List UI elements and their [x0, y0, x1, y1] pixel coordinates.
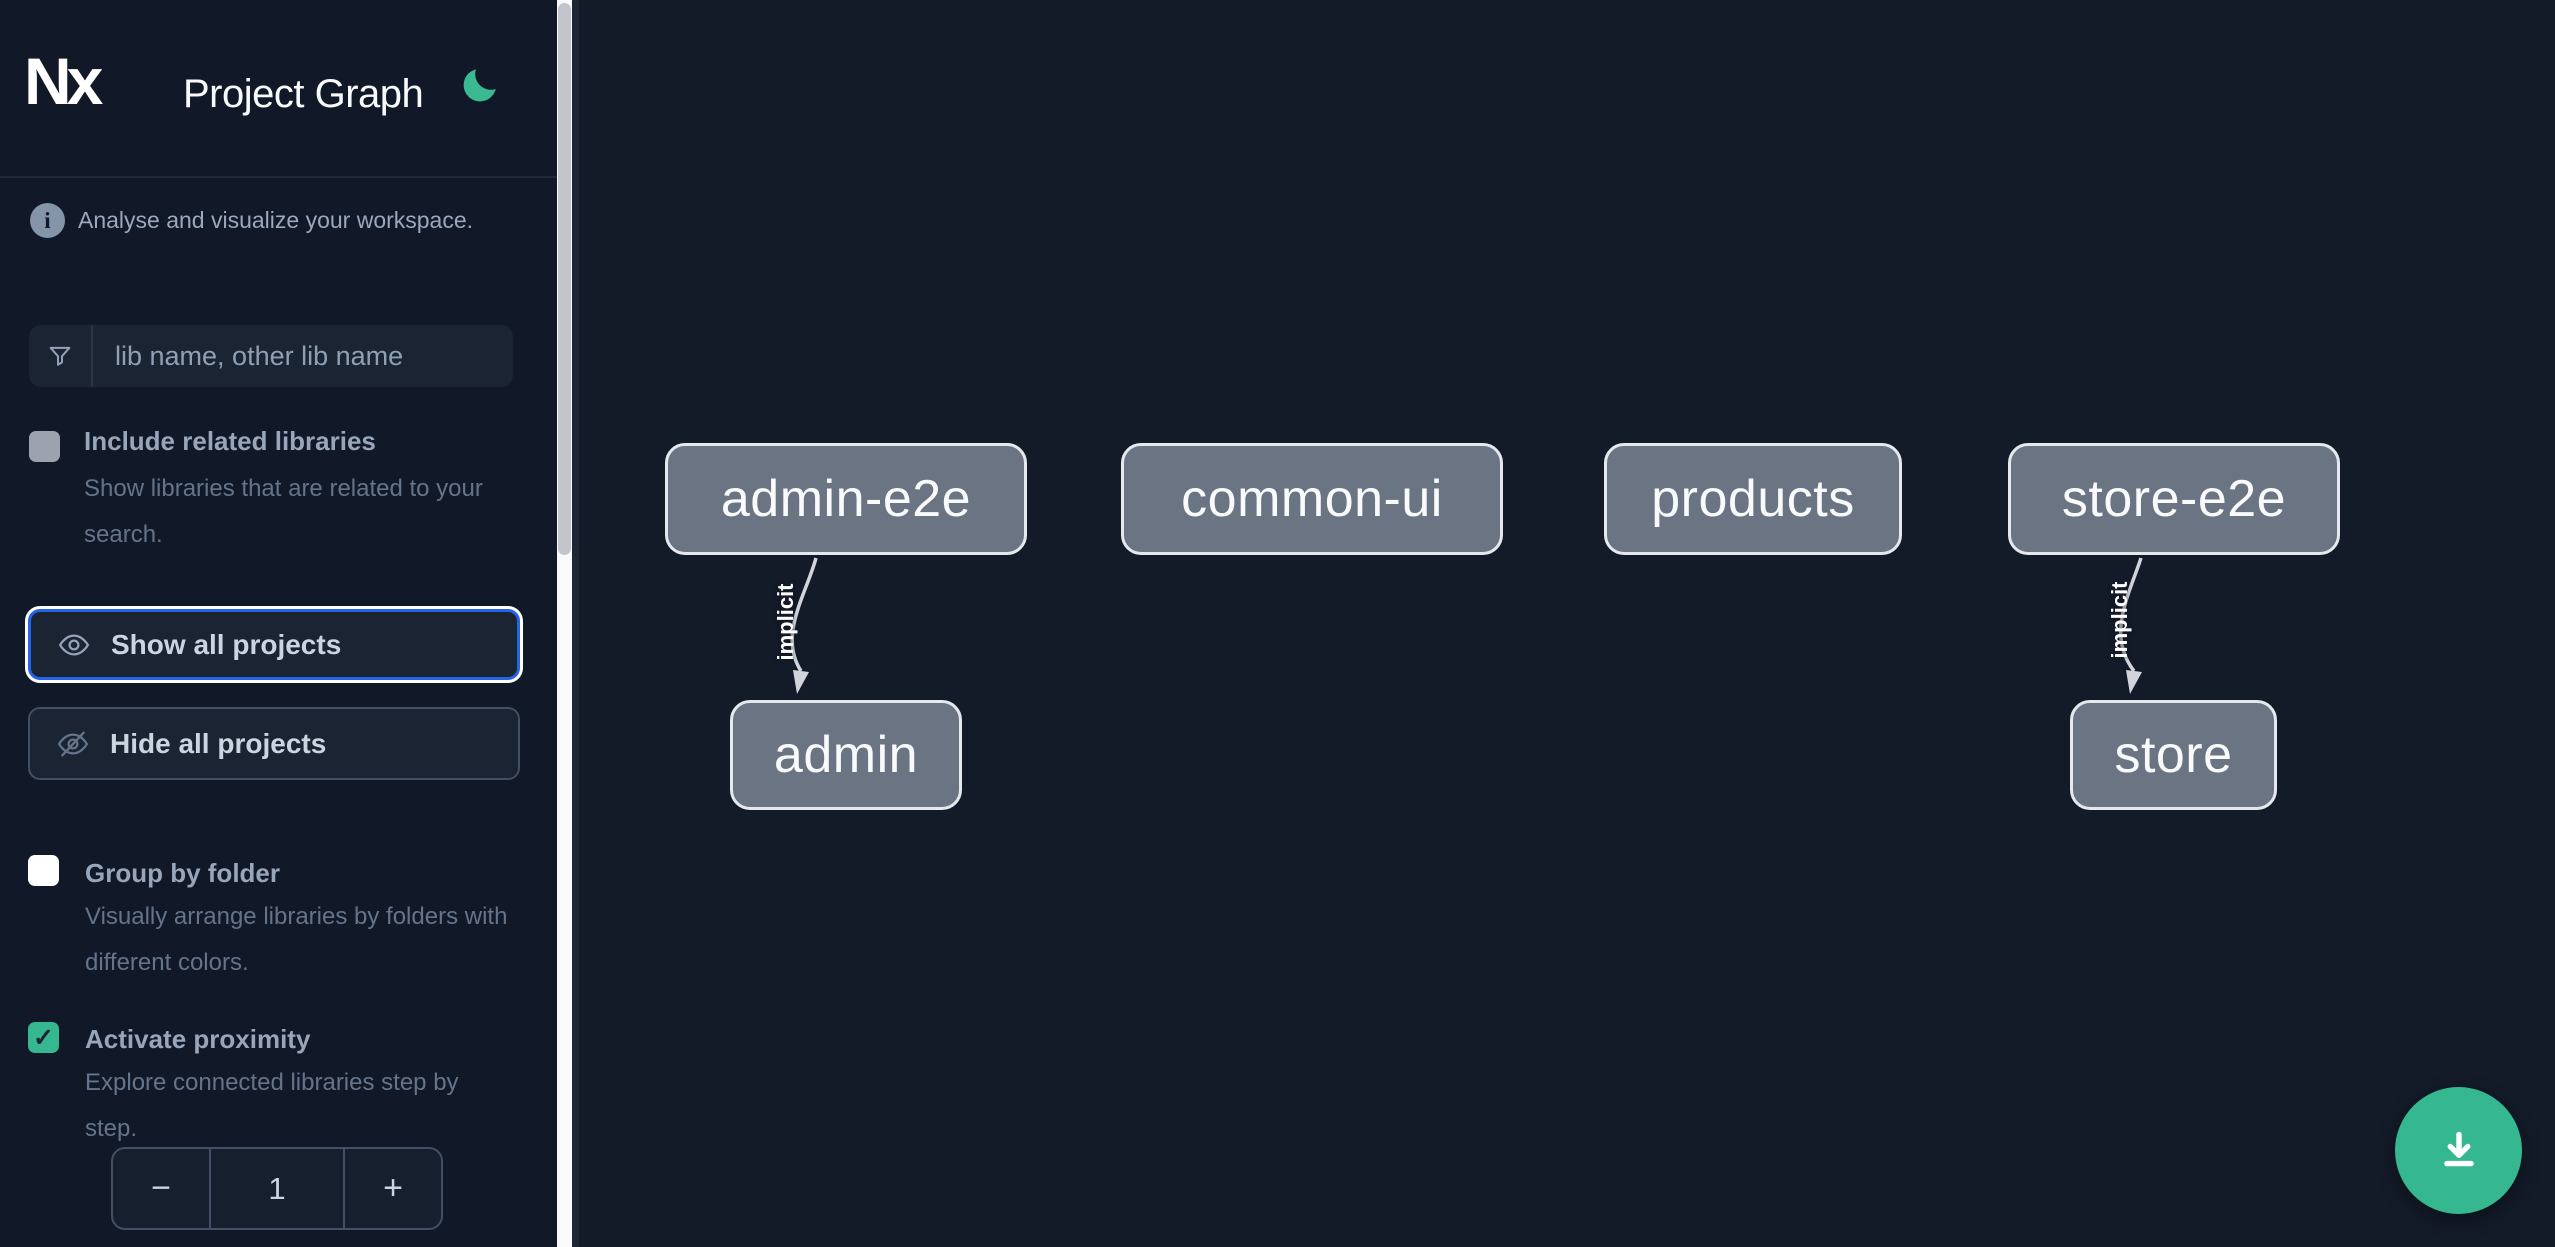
proximity-depth-value: 1 [209, 1149, 345, 1228]
arrowhead-store [2126, 670, 2142, 694]
show-all-projects-button[interactable]: Show all projects [28, 609, 520, 680]
group-by-folder-checkbox[interactable] [28, 855, 59, 886]
decrement-button[interactable]: − [113, 1149, 209, 1228]
moon-icon [458, 68, 502, 110]
project-node-admin[interactable]: admin [730, 700, 962, 810]
hide-all-projects-label: Hide all projects [110, 727, 327, 759]
search-input[interactable] [93, 325, 513, 387]
project-node-admin-e2e[interactable]: admin-e2e [665, 443, 1027, 555]
info-icon: i [30, 203, 65, 238]
check-icon: ✓ [33, 1023, 54, 1052]
pane-divider [572, 0, 579, 1247]
edge-label-implicit: implicit [2107, 581, 2132, 659]
filter-search-box [29, 325, 513, 387]
activate-proximity-checkbox[interactable]: ✓ [28, 1022, 59, 1053]
page-title: Project Graph [183, 72, 424, 116]
edge-label-implicit: implicit [773, 583, 798, 661]
dependency-edges [790, 557, 2143, 694]
sidebar: Nx Project Graph i Analyse and visualize… [0, 0, 557, 1247]
group-by-folder-label: Group by folder [85, 858, 280, 888]
header-divider [0, 176, 557, 178]
activate-proximity-label: Activate proximity [85, 1024, 311, 1054]
theme-toggle-button[interactable] [456, 62, 504, 110]
include-related-libraries-checkbox[interactable] [29, 431, 60, 462]
activate-proximity-description: Explore connected libraries step by step… [85, 1069, 459, 1142]
filter-icon [29, 325, 93, 387]
edge-store-e2e-store [2118, 557, 2143, 673]
project-node-products[interactable]: products [1604, 443, 1902, 555]
project-node-store[interactable]: store [2070, 700, 2277, 810]
project-node-common-ui[interactable]: common-ui [1121, 443, 1503, 555]
sidebar-scrollbar-thumb[interactable] [558, 3, 571, 555]
download-icon [2434, 1124, 2484, 1177]
group-by-folder-description: Visually arrange libraries by folders wi… [85, 903, 508, 976]
arrowhead-admin [793, 670, 809, 694]
include-related-libraries-label: Include related libraries [84, 426, 376, 456]
download-image-button[interactable] [2395, 1087, 2522, 1214]
workspace-info-text: Analyse and visualize your workspace. [78, 207, 474, 233]
edge-admin-e2e-admin [790, 557, 818, 672]
hide-all-projects-button[interactable]: Hide all projects [28, 707, 520, 780]
nx-logo: Nx [24, 44, 103, 118]
proximity-depth-stepper: − 1 + [111, 1147, 443, 1230]
project-node-store-e2e[interactable]: store-e2e [2008, 443, 2340, 555]
eye-slash-icon [56, 727, 90, 761]
include-related-libraries-description: Show libraries that are related to your … [84, 475, 483, 548]
increment-button[interactable]: + [345, 1149, 441, 1228]
show-all-projects-label: Show all projects [111, 628, 342, 660]
eye-icon [57, 628, 91, 662]
project-graph-canvas[interactable]: implicit implicit admin-e2e common-ui pr… [579, 0, 2555, 1247]
